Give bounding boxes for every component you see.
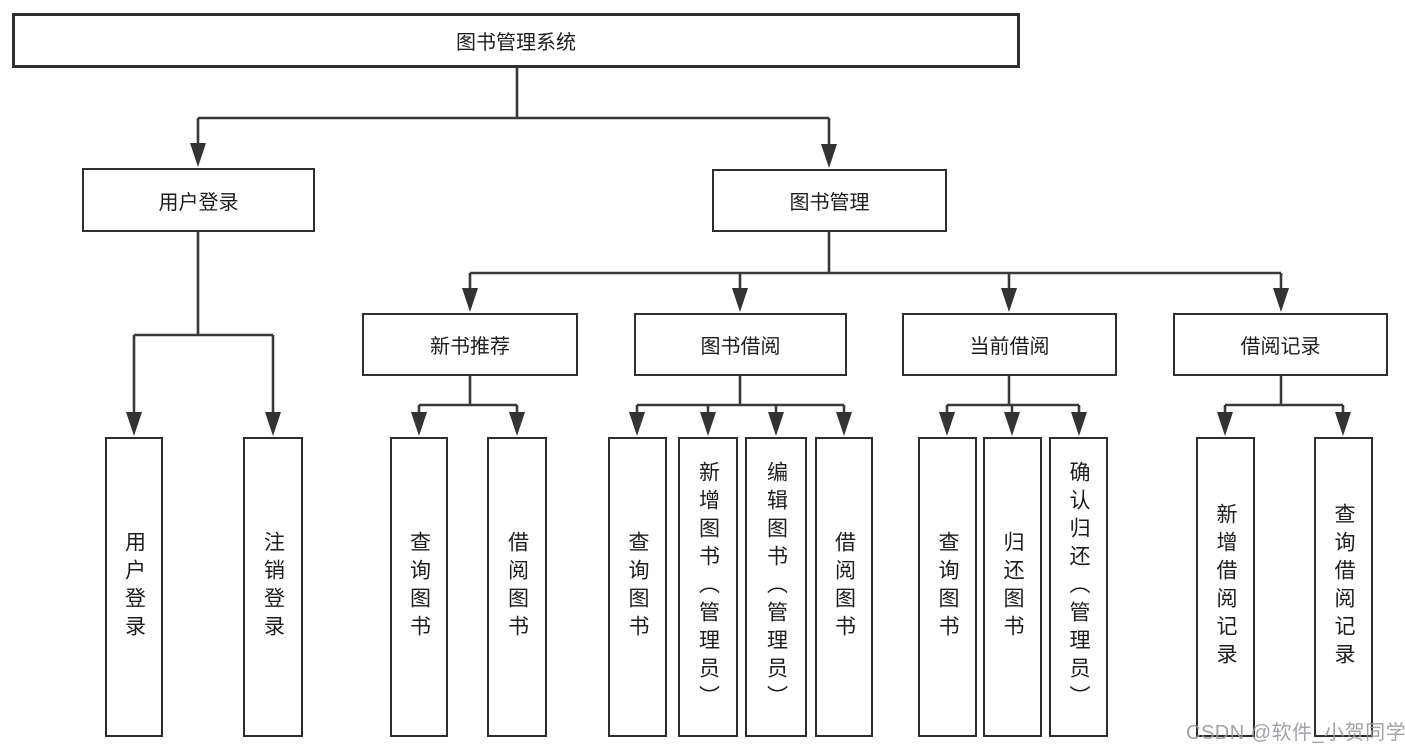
connector-new-book-rec-to-leaves [411, 375, 525, 436]
csdn-watermark: CSDN @软件_小贺同学 [1186, 722, 1405, 744]
leaf-borrow-query-books: 查询图书 [608, 437, 667, 737]
node-book-borrow: 图书借阅 [634, 313, 847, 376]
leaf-current-query-books: 查询图书 [918, 437, 977, 737]
leaf-newrec-query-books: 查询图书 [390, 437, 448, 737]
connector-current-borrow-to-leaves [939, 375, 1087, 436]
connector-book-mgmt-to-level3 [462, 231, 1289, 312]
node-borrow-records: 借阅记录 [1173, 313, 1388, 376]
connector-book-borrow-to-leaves [629, 375, 852, 436]
node-new-book-rec: 新书推荐 [362, 313, 578, 376]
leaf-logout: 注销登录 [243, 437, 303, 737]
leaf-newrec-borrow-books: 借阅图书 [487, 437, 547, 737]
leaf-borrow-borrow-books: 借阅图书 [815, 437, 873, 737]
node-root-system: 图书管理系统 [12, 13, 1020, 68]
leaf-records-query-record: 查询借阅记录 [1314, 437, 1373, 737]
leaf-current-confirm-return-admin: 确认归还（管理员） [1049, 437, 1108, 737]
node-current-borrow: 当前借阅 [902, 313, 1117, 376]
leaf-user-login: 用户登录 [105, 437, 163, 737]
leaf-records-add-record: 新增借阅记录 [1196, 437, 1255, 737]
leaf-borrow-add-books-admin: 新增图书（管理员） [678, 437, 738, 737]
connector-root-to-level2 [190, 66, 837, 168]
leaf-borrow-edit-books-admin: 编辑图书（管理员） [745, 437, 807, 737]
node-user-login: 用户登录 [82, 168, 315, 232]
node-book-mgmt: 图书管理 [712, 169, 947, 232]
connector-borrow-records-to-leaves [1217, 375, 1351, 436]
leaf-current-return-books: 归还图书 [983, 437, 1042, 737]
connector-user-login-to-leaves [126, 231, 281, 436]
